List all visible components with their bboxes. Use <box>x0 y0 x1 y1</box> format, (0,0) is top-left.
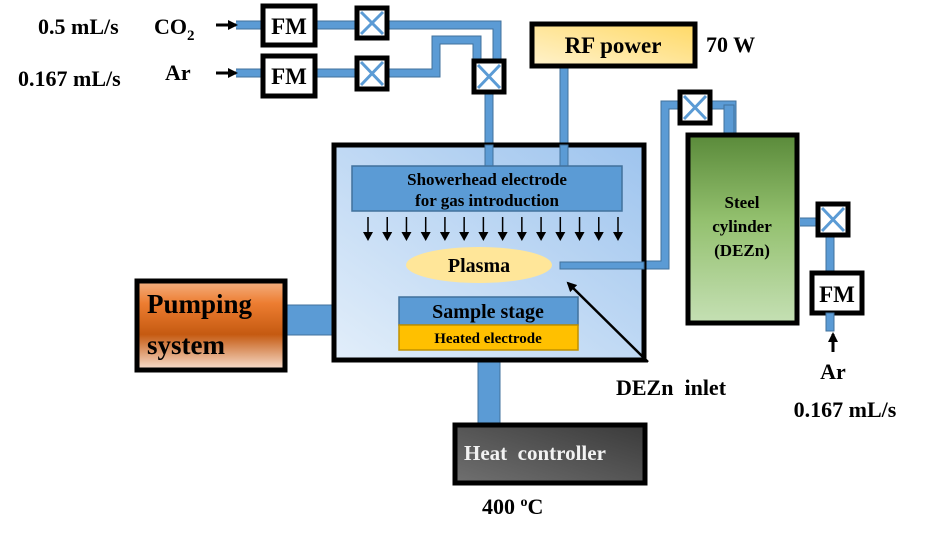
gas-flow-arrowhead-icon <box>613 232 623 241</box>
co2-gas-label: CO2 <box>154 14 195 44</box>
carrier-inlet-pipe <box>825 312 835 332</box>
cylinder-label-line3: (DEZn) <box>714 241 770 260</box>
showerhead-electrode <box>351 165 623 212</box>
gas-flow-arrowhead-icon <box>401 232 412 241</box>
rf-power-box[interactable] <box>529 21 698 69</box>
valve-main-gas[interactable] <box>471 58 507 95</box>
co2-subscript: 2 <box>187 28 195 44</box>
ar-flow-meter[interactable] <box>260 53 318 99</box>
ar-gas-label: Ar <box>165 60 191 85</box>
co2-inlet: 0.5 mL/s CO2 FM <box>38 3 318 48</box>
reaction-chamber: Showerhead electrode for gas introductio… <box>331 142 647 363</box>
dezn-inlet-label: DEZn inlet <box>616 375 727 400</box>
gas-flow-arrowhead-icon <box>382 232 393 241</box>
gas-flow-arrowhead-icon <box>478 232 489 241</box>
heat-controller[interactable]: Heat controller <box>452 422 648 486</box>
gas-flow-arrowhead-icon <box>516 232 527 241</box>
dezn-inlet-pipe <box>559 261 645 270</box>
pumping-label-line2: system <box>147 330 225 360</box>
co2-flow-meter[interactable] <box>260 3 318 48</box>
showerhead-label-line1: Showerhead electrode <box>407 170 567 189</box>
co2-flow-meter-label: FM <box>271 14 307 39</box>
heated-electrode-label: Heated electrode <box>434 331 542 347</box>
carrier-gas-label: Ar <box>820 359 846 384</box>
gas-flow-arrowhead-icon <box>459 232 470 241</box>
pumping-label-line1: Pumping <box>147 289 253 319</box>
heat-temperature: 400 oC <box>482 494 543 519</box>
heated-electrode <box>398 324 579 351</box>
rf-power-label: RF power <box>565 33 662 58</box>
carrier-gas: FM Ar 0.167 mL/s <box>794 270 897 422</box>
gas-flow-arrowhead-icon <box>497 232 508 241</box>
plasma <box>406 247 552 283</box>
ar-flow-meter-label: FM <box>271 64 307 89</box>
plasma-label: Plasma <box>448 255 510 277</box>
carrier-flow-meter[interactable] <box>809 270 865 316</box>
cylinder-label-line1: Steel <box>725 193 760 212</box>
cylinder-pipe-top <box>723 104 735 138</box>
cylinder-box[interactable] <box>685 132 800 326</box>
valve-co2[interactable] <box>354 5 390 41</box>
sample-stage-label: Sample stage <box>432 301 544 323</box>
pumping-system[interactable]: Pumping system <box>134 278 288 373</box>
valve-carrier[interactable] <box>815 201 851 238</box>
gas-flow-arrowhead-icon <box>574 232 585 241</box>
valve-dezn[interactable] <box>677 89 713 126</box>
cylinder-label-line2: cylinder <box>712 217 772 236</box>
heat-controller-label: Heat controller <box>464 441 606 465</box>
gas-flow-arrowhead-icon <box>363 232 373 241</box>
pump-pipe <box>283 304 337 336</box>
valve-ar[interactable] <box>354 55 390 92</box>
rf-power-value: 70 W <box>706 32 755 57</box>
pumping-box[interactable] <box>134 278 288 373</box>
ar-inlet: 0.167 mL/s Ar FM <box>18 53 318 99</box>
co2-flow-label: 0.5 mL/s <box>38 14 119 39</box>
carrier-flow-label: 0.167 mL/s <box>794 397 897 422</box>
ar-flow-label: 0.167 mL/s <box>18 66 121 91</box>
carrier-flow-meter-label: FM <box>819 282 855 307</box>
gas-flow-arrowhead-icon <box>439 232 450 241</box>
co2-pipe-inner <box>236 21 501 70</box>
gas-flow-arrows <box>363 217 623 241</box>
steel-cylinder[interactable]: Steel cylinder (DEZn) <box>685 104 800 326</box>
showerhead-label-line2: for gas introduction <box>415 191 559 210</box>
heat-controller-box[interactable] <box>452 422 648 486</box>
rf-power: RF power 70 W <box>529 21 755 69</box>
gas-flow-arrowhead-icon <box>536 232 547 241</box>
gas-flow-arrowhead-icon <box>593 232 604 241</box>
dezn-inlet-pointer-arrow <box>566 281 649 363</box>
gas-flow-arrowhead-icon <box>555 232 566 241</box>
gas-flow-arrowhead-icon <box>420 232 431 241</box>
